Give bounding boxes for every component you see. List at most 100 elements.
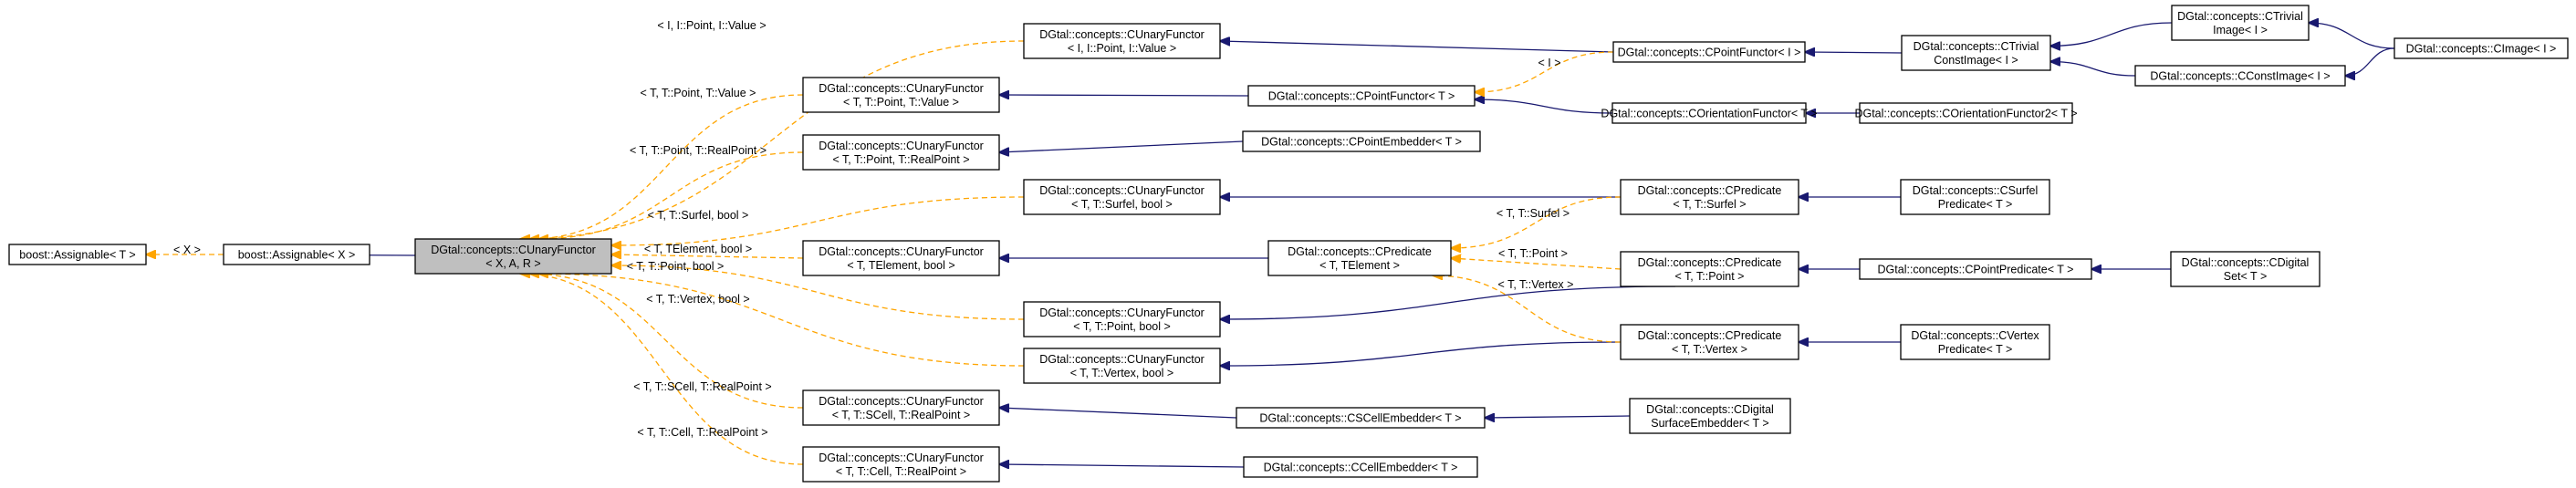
class-node-boost-assignable-X[interactable]: boost::Assignable< X > <box>223 244 370 265</box>
class-node-box <box>2134 65 2346 87</box>
class-node-cpointembedder-T[interactable]: DGtal::concepts::CPointEmbedder< T > <box>1242 130 1481 152</box>
class-node-cunary-T-point-bool[interactable]: DGtal::concepts::CUnaryFunctor< T, T::Po… <box>1023 301 1221 337</box>
class-node-cunary-T-telement-bool[interactable]: DGtal::concepts::CUnaryFunctor< T, TElem… <box>802 240 1000 276</box>
class-node-label-line: < T, T::SCell, T::RealPoint > <box>832 409 970 421</box>
class-node-label-line: boost::Assignable< X > <box>238 249 356 262</box>
class-node-cunary-XAR[interactable]: DGtal::concepts::CUnaryFunctor< X, A, R … <box>414 238 612 275</box>
edge-label: < T, TElement, bool > <box>644 243 752 255</box>
template-edge <box>1475 51 1614 92</box>
class-node-cpointpredicate-T[interactable]: DGtal::concepts::CPointPredicate< T > <box>1859 258 2092 280</box>
class-node-label-line: DGtal::concepts::COrientationFunctor2< T… <box>1854 108 2077 120</box>
class-node-cunary-T-point-value[interactable]: DGtal::concepts::CUnaryFunctor< T, T::Po… <box>802 77 1000 113</box>
template-edge <box>1451 196 1622 248</box>
class-node-label-line: < T, T::Surfel, bool > <box>1071 198 1173 211</box>
class-node-label-line: DGtal::concepts::CTrivial <box>1914 40 2039 53</box>
class-node-label-line: < T, TElement > <box>1319 259 1400 272</box>
template-edge <box>1451 258 1622 270</box>
class-node-corientationfunctor-T[interactable]: DGtal::concepts::COrientationFunctor< T … <box>1601 102 1818 124</box>
class-node-label-line: DGtal::concepts::CUnaryFunctor <box>431 244 596 256</box>
class-node-cimage-I[interactable]: DGtal::concepts::CImage< I > <box>2393 37 2569 59</box>
class-node-label-line: DGtal::concepts::CImage< I > <box>2406 43 2557 56</box>
class-node-box <box>2170 251 2320 287</box>
class-node-cpointfunctor-I[interactable]: DGtal::concepts::CPointFunctor< I > <box>1612 41 1806 63</box>
class-node-label-line: < T, T::Vertex > <box>1672 343 1747 356</box>
edge-label: < T, T::Vertex, bool > <box>646 293 750 306</box>
class-node-label-line: DGtal::concepts::CUnaryFunctor <box>819 452 984 464</box>
class-node-label-line: DGtal::concepts::CUnaryFunctor <box>1039 353 1205 366</box>
class-node-label-line: DGtal::concepts::CPredicate <box>1638 256 1782 269</box>
class-node-box <box>1023 179 1221 215</box>
class-node-label-line: boost::Assignable< T > <box>19 249 135 262</box>
class-node-box <box>1612 41 1806 63</box>
class-node-cunary-T-scell-realpoint[interactable]: DGtal::concepts::CUnaryFunctor< T, T::SC… <box>802 389 1000 426</box>
class-node-cunary-T-surfel-bool[interactable]: DGtal::concepts::CUnaryFunctor< T, T::Su… <box>1023 179 1221 215</box>
class-node-ccellembedder-T[interactable]: DGtal::concepts::CCellEmbedder< T > <box>1243 456 1478 478</box>
class-node-label-line: Predicate< T > <box>1938 343 2013 356</box>
inheritance-edge <box>2309 23 2395 49</box>
edge-label: < T, T::Cell, T::RealPoint > <box>637 426 767 439</box>
inheritance-edge <box>1220 41 1614 53</box>
class-node-cpointfunctor-T[interactable]: DGtal::concepts::CPointFunctor< T > <box>1247 85 1476 107</box>
class-node-box <box>1236 407 1486 429</box>
class-node-cunary-I-point-value[interactable]: DGtal::concepts::CUnaryFunctor< I, I::Po… <box>1023 23 1221 59</box>
template-edge <box>529 94 804 239</box>
class-node-cpredicate-T-telement[interactable]: DGtal::concepts::CPredicate< T, TElement… <box>1267 240 1452 276</box>
edge-label: < T, T::Point, T::Value > <box>641 87 756 99</box>
edge-label: < I, I::Point, I::Value > <box>657 19 766 32</box>
class-node-label-line: DGtal::concepts::CUnaryFunctor <box>819 395 984 408</box>
edge-label: < T, T::Point, T::RealPoint > <box>630 144 767 157</box>
class-node-label-line: DGtal::concepts::CUnaryFunctor <box>1039 28 1205 41</box>
inheritance-edge <box>2050 22 2173 46</box>
template-edge <box>1433 275 1622 343</box>
edge-label: < X > <box>173 244 201 256</box>
class-node-label-line: DGtal::concepts::CUnaryFunctor <box>819 245 984 258</box>
template-edge <box>538 151 804 239</box>
class-node-box <box>2393 37 2569 59</box>
class-node-label-line: DGtal::concepts::CConstImage< I > <box>2150 70 2330 83</box>
class-node-box <box>802 77 1000 113</box>
class-node-cconstimage-I[interactable]: DGtal::concepts::CConstImage< I > <box>2134 65 2346 87</box>
class-node-box <box>1620 179 1799 215</box>
inheritance-edge <box>2050 62 2136 77</box>
class-node-box <box>1629 398 1791 434</box>
class-node-box <box>1267 240 1452 276</box>
class-node-cunary-T-vertex-bool[interactable]: DGtal::concepts::CUnaryFunctor< T, T::Ve… <box>1023 348 1221 384</box>
class-node-label-line: DGtal::concepts::CCellEmbedder< T > <box>1264 462 1458 474</box>
class-node-cunary-T-point-realpoint[interactable]: DGtal::concepts::CUnaryFunctor< T, T::Po… <box>802 134 1000 171</box>
class-node-cpredicate-T-surfel[interactable]: DGtal::concepts::CPredicate< T, T::Surfe… <box>1620 179 1799 215</box>
class-node-label-line: < X, A, R > <box>485 257 540 270</box>
class-node-cpredicate-T-point[interactable]: DGtal::concepts::CPredicate< T, T::Point… <box>1620 251 1799 287</box>
class-node-label-line: DGtal::concepts::CUnaryFunctor <box>1039 184 1205 197</box>
inheritance-edge <box>999 95 1249 96</box>
class-node-label-line: < T, T::Surfel > <box>1673 198 1746 211</box>
class-node-box <box>1620 324 1799 360</box>
class-node-label-line: < T, T::Vertex, bool > <box>1070 367 1174 379</box>
class-node-label-line: DGtal::concepts::CUnaryFunctor <box>819 82 984 95</box>
class-node-box <box>802 389 1000 426</box>
class-node-cdigitalsurfaceembedder-T[interactable]: DGtal::concepts::CDigitalSurfaceEmbedder… <box>1629 398 1791 434</box>
class-node-box <box>1023 348 1221 384</box>
class-node-label-line: < T, TElement, bool > <box>847 259 954 272</box>
class-node-box <box>1901 35 2051 71</box>
class-node-cscellembedder-T[interactable]: DGtal::concepts::CSCellEmbedder< T > <box>1236 407 1486 429</box>
class-node-label-line: DGtal::concepts::CPointFunctor< I > <box>1618 47 1801 59</box>
inheritance-edge <box>2345 47 2395 76</box>
class-node-corientationfunctor2-T[interactable]: DGtal::concepts::COrientationFunctor2< T… <box>1854 102 2078 124</box>
class-node-label-line: DGtal::concepts::CDigital <box>1646 403 1774 416</box>
edge-label: < T, T::Surfel > <box>1497 207 1570 220</box>
class-node-cpredicate-T-vertex[interactable]: DGtal::concepts::CPredicate< T, T::Verte… <box>1620 324 1799 360</box>
class-node-box <box>1023 23 1221 59</box>
class-node-cunary-T-cell-realpoint[interactable]: DGtal::concepts::CUnaryFunctor< T, T::Ce… <box>802 446 1000 483</box>
inheritance-edge <box>1475 99 1613 114</box>
template-edge <box>611 254 804 258</box>
class-node-box <box>414 238 612 275</box>
class-node-label-line: DGtal::concepts::CVertex <box>1911 329 2039 342</box>
class-node-boost-assignable-T[interactable]: boost::Assignable< T > <box>8 244 147 265</box>
class-node-box <box>802 240 1000 276</box>
